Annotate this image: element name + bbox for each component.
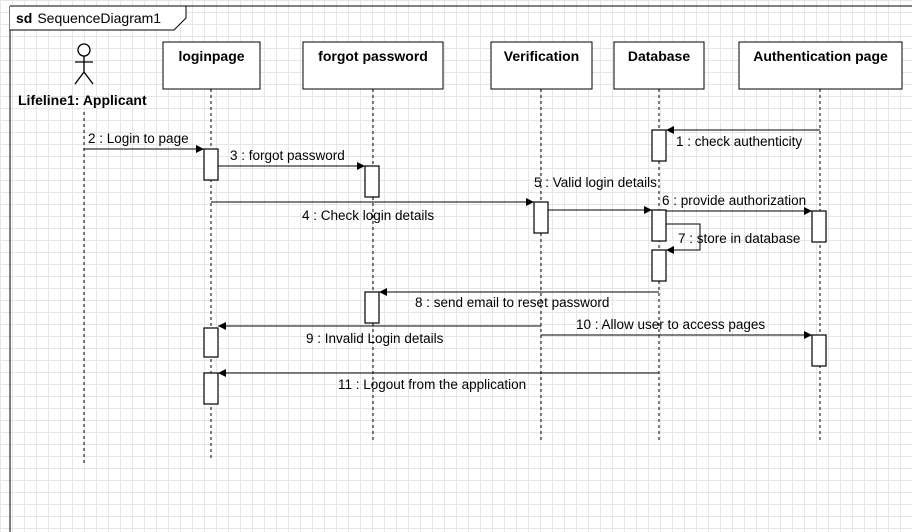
lifeline-loginpage: loginpage	[162, 41, 261, 460]
frame-tab	[10, 5, 187, 31]
activation-authentication-page-1	[811, 210, 827, 243]
message-10-label: 10 : Allow user to access pages	[576, 317, 765, 332]
message-10: 10 : Allow user to access pages	[541, 317, 812, 339]
lifeline-database: Database	[613, 41, 705, 440]
actor-right-leg	[83, 71, 94, 85]
activation-database-3	[651, 249, 667, 282]
lifeline-head-loginpage	[162, 41, 261, 90]
message-7-arrow	[666, 223, 701, 254]
message-6: 6 : provide authorization	[662, 193, 812, 215]
activation-loginpage-2	[203, 327, 219, 358]
lifeline-head-database	[613, 41, 705, 90]
message-7-label: 7 : store in database	[678, 231, 800, 246]
message-9-label: 9 : Invalid Login details	[306, 331, 444, 346]
lifeline-label-verification: Verification	[504, 48, 579, 64]
activation-verification-1	[533, 201, 549, 234]
message-5-label: 5 : Valid login details	[534, 175, 657, 190]
lifeline-label-forgot-password: forgot password	[318, 48, 428, 64]
actor-applicant: Lifeline1: Applicant	[18, 43, 147, 465]
actor-head	[77, 43, 91, 57]
activation-database-1	[651, 129, 667, 162]
message-2-label: 2 : Login to page	[88, 131, 189, 146]
message-11: 11 : Logout from the application	[218, 369, 659, 392]
activation-forgot-password-1	[364, 165, 380, 198]
frame-title: sd SequenceDiagram1	[16, 10, 161, 26]
activation-database-2	[651, 209, 667, 242]
actor-label: Lifeline1: Applicant	[18, 92, 147, 108]
message-11-label: 11 : Logout from the application	[338, 377, 526, 392]
message-4: 4 : Check login details	[211, 198, 534, 223]
activation-authentication-page-2	[811, 334, 827, 367]
frame-name: SequenceDiagram1	[37, 10, 161, 26]
message-8-label: 8 : send email to reset password	[415, 295, 609, 310]
lifeline-head-verification	[490, 41, 593, 90]
message-4-label: 4 : Check login details	[302, 208, 434, 223]
message-3-label: 3 : forgot password	[230, 148, 345, 163]
message-7: 7 : store in database	[666, 223, 800, 254]
lifeline-label-database: Database	[628, 48, 690, 64]
lifeline-verification: Verification	[490, 41, 593, 440]
lifeline-forgot-password: forgot password	[302, 41, 444, 440]
message-5: 5 : Valid login details	[534, 175, 657, 214]
lifeline-label-loginpage: loginpage	[178, 48, 244, 64]
message-8: 8 : send email to reset password	[379, 288, 659, 310]
message-2: 2 : Login to page	[84, 131, 204, 153]
message-1-label: 1 : check authenticity	[676, 134, 802, 149]
activation-loginpage-1	[203, 148, 219, 181]
message-6-label: 6 : provide authorization	[662, 193, 806, 208]
frame-keyword: sd	[16, 10, 32, 26]
message-9: 9 : Invalid Login details	[218, 322, 541, 346]
message-1: 1 : check authenticity	[666, 126, 820, 149]
message-3: 3 : forgot password	[218, 148, 365, 170]
lifeline-head-forgot-password	[302, 41, 444, 90]
lifeline-label-authentication-page: Authentication page	[753, 48, 888, 64]
lifeline-head-authentication-page	[738, 41, 903, 90]
activation-loginpage-3	[203, 372, 219, 405]
frame: sd SequenceDiagram1	[9, 5, 912, 532]
lifeline-authentication-page: Authentication page	[738, 41, 903, 440]
actor-left-leg	[74, 71, 85, 85]
activation-forgot-password-2	[364, 291, 380, 324]
